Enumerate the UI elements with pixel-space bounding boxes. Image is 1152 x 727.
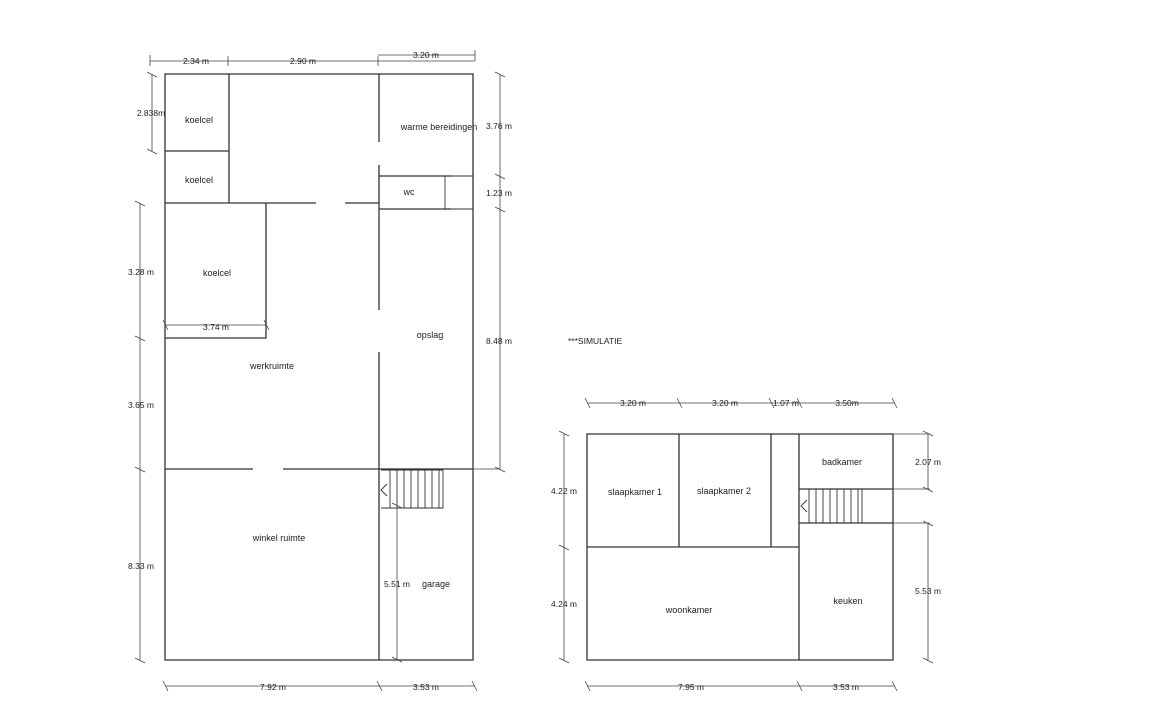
room-label-slaapkamer-2: slaapkamer 2 [697, 486, 751, 496]
staircase [800, 488, 863, 524]
dimension-label: 2.07 m [915, 457, 941, 467]
room-label-winkel-ruimte: winkel ruimte [252, 533, 306, 543]
simulation-note: ***SIMULATIE [568, 336, 622, 346]
staircase [380, 469, 444, 509]
dimension-label: 3.20 m [712, 398, 738, 408]
dimension-label: 2.838m [137, 108, 165, 118]
ground-floor-dimension-lines [134, 50, 506, 692]
room-label-garage: garage [422, 579, 450, 589]
ground-floor-outer-wall [164, 73, 474, 661]
room-label-woonkamer: woonkamer [665, 605, 713, 615]
dimension-label: 5.53 m [915, 586, 941, 596]
dimension-label: 3.20 m [620, 398, 646, 408]
room-label-slaapkamer-1: slaapkamer 1 [608, 487, 662, 497]
dimension-label: 3.28 m [128, 267, 154, 277]
dimension-label: 3.53 m [833, 682, 859, 692]
dimension-label: 1.23 m [486, 188, 512, 198]
dimension-label: 1.07 m [773, 398, 799, 408]
room-label-koelcel: koelcel [203, 268, 231, 278]
dimension-label: 3.20 m [413, 50, 439, 60]
room-label-koelcel: koelcel [185, 115, 213, 125]
dimension-label: 3.50m [835, 398, 859, 408]
room-label-keuken: keuken [833, 596, 862, 606]
upper-floor-outer-wall [586, 433, 894, 661]
dimension-label: 5.51 m [384, 579, 410, 589]
dimension-label: 7.92 m [260, 682, 286, 692]
dimension-label: 8.33 m [128, 561, 154, 571]
room-label-opslag: opslag [417, 330, 444, 340]
dimension-label: 4.24 m [551, 599, 577, 609]
room-label-wc: wc [403, 187, 415, 197]
dimension-label: 3.65 m [128, 400, 154, 410]
upper-floor-dimension-lines [558, 397, 934, 692]
dimension-label: 3.74 m [203, 322, 229, 332]
dimension-label: 4.22 m [551, 486, 577, 496]
room-label-badkamer: badkamer [822, 457, 862, 467]
dimension-label: 7.95 m [678, 682, 704, 692]
dimension-label: 8.48 m [486, 336, 512, 346]
dimension-label: 2.34 m [183, 56, 209, 66]
ground-floor-plan: koelcel koelcel koelcel warme bereidinge… [128, 50, 512, 692]
room-label-werkruimte: werkruimte [249, 361, 294, 371]
dimension-label: 3.53 m [413, 682, 439, 692]
upper-floor-plan: slaapkamer 1 slaapkamer 2 badkamer woonk… [551, 397, 941, 692]
koelcel-3-wall [165, 203, 267, 339]
room-label-koelcel: koelcel [185, 175, 213, 185]
dimension-label: 3.76 m [486, 121, 512, 131]
dimension-label: 2.90 m [290, 56, 316, 66]
room-label-warme-bereidingen: warme bereidingen [400, 122, 478, 132]
